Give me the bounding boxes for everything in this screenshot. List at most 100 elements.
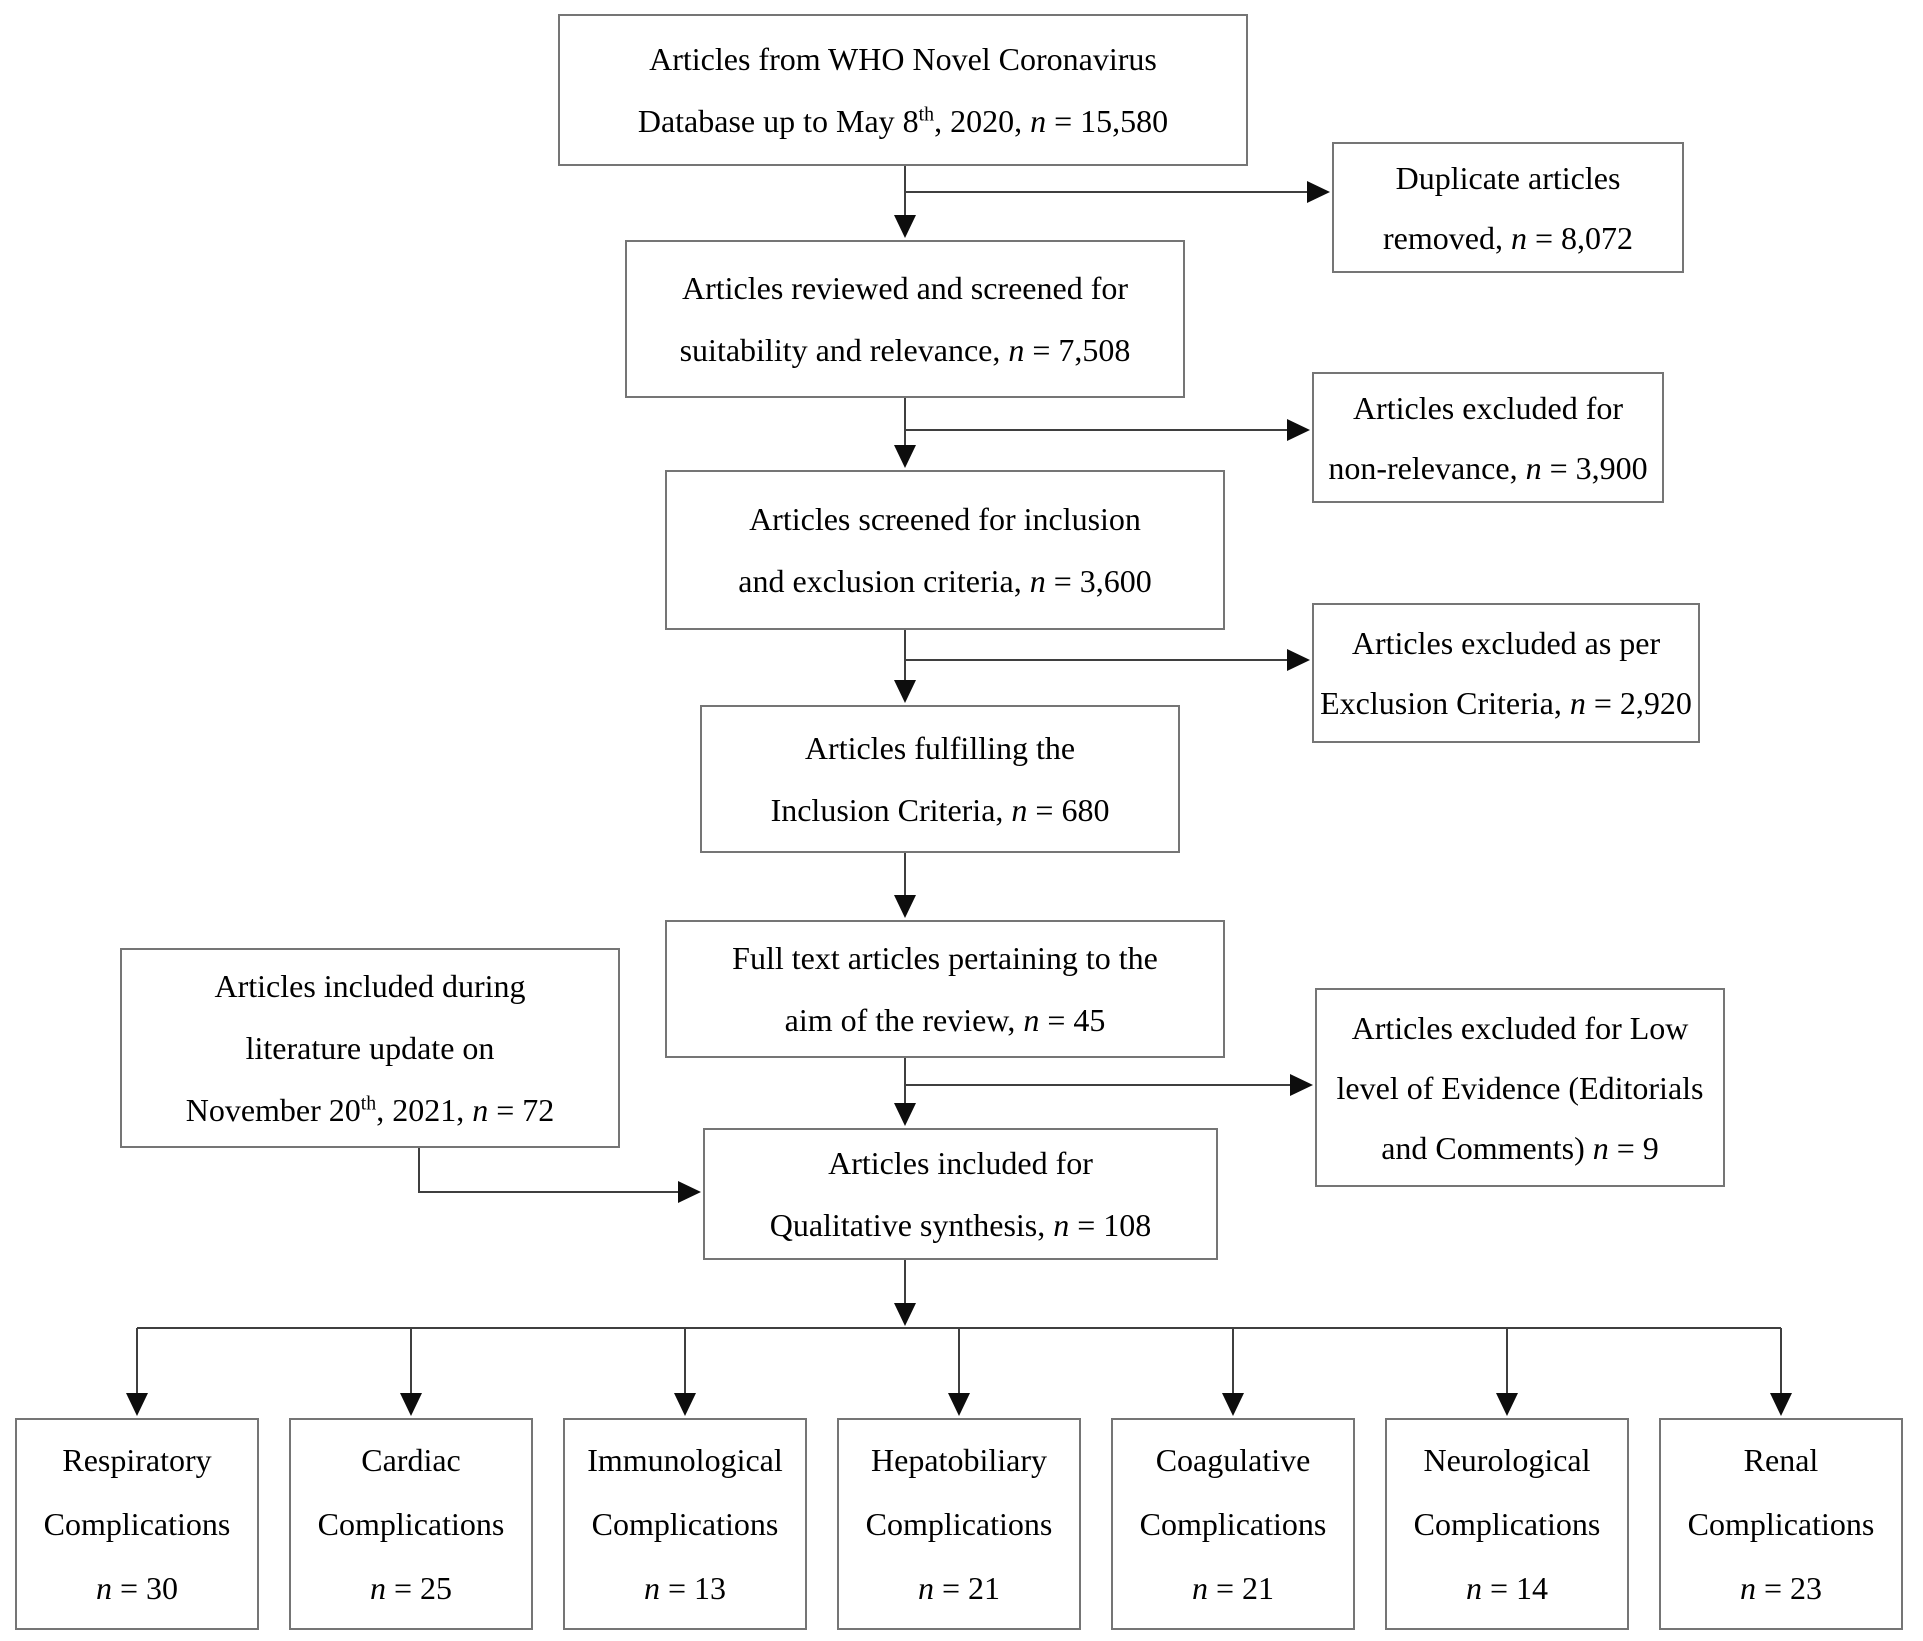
- node-renal-complications-seg: Renal: [1743, 1442, 1819, 1478]
- node-cardiac-complications-line-3: n = 25: [370, 1556, 452, 1620]
- node-coagulative-complications-line-1: Coagulative: [1156, 1428, 1311, 1492]
- node-excluded-non-relevance-seg: non-relevance,: [1328, 449, 1526, 486]
- node-excluded-low-evidence-seg: Articles excluded for Low: [1351, 1009, 1689, 1046]
- node-full-text-articles-seg: aim of the review,: [784, 1002, 1024, 1038]
- node-excluded-low-evidence-line-2: level of Evidence (Editorials: [1337, 1058, 1704, 1118]
- node-duplicates-removed-seg: Duplicate articles: [1395, 159, 1621, 196]
- node-literature-update-line-1: Articles included during: [214, 955, 525, 1017]
- node-who-database-seg: Database up to May 8: [637, 103, 919, 139]
- node-renal-complications-seg: Complications: [1687, 1506, 1875, 1542]
- node-neurological-complications-line-1: Neurological: [1423, 1428, 1590, 1492]
- node-hepatobiliary-complications-seg: = 21: [933, 1570, 1001, 1606]
- node-full-text-articles-line-2: aim of the review, n = 45: [785, 989, 1106, 1051]
- node-excluded-exclusion-criteria-seg: Articles excluded as per: [1351, 625, 1661, 661]
- node-excluded-non-relevance-line-2: non-relevance, n = 3,900: [1328, 438, 1647, 498]
- node-reviewed-screened-seg: suitability and relevance,: [679, 332, 1009, 368]
- node-neurological-complications-line-3: n = 14: [1466, 1556, 1548, 1620]
- node-fulfilling-inclusion-line-2: Inclusion Criteria, n = 680: [771, 779, 1110, 841]
- node-renal-complications-seg: n: [1739, 1570, 1756, 1606]
- node-immunological-complications-seg: = 13: [659, 1570, 727, 1606]
- node-renal-complications-line-3: n = 23: [1740, 1556, 1822, 1620]
- node-literature-update-line-2: literature update on: [246, 1017, 495, 1079]
- node-who-database-line-1: Articles from WHO Novel Coronavirus: [649, 28, 1157, 90]
- node-reviewed-screened-line-2: suitability and relevance, n = 7,508: [680, 319, 1131, 381]
- node-who-database-seg: n: [1030, 103, 1047, 139]
- node-duplicates-removed-line-2: removed, n = 8,072: [1383, 208, 1633, 268]
- node-screened-criteria-seg: n: [1029, 563, 1046, 599]
- node-duplicates-removed-seg: = 8,072: [1526, 219, 1633, 256]
- node-hepatobiliary-complications-seg: Complications: [865, 1506, 1053, 1542]
- node-renal-complications-line-2: Complications: [1688, 1492, 1875, 1556]
- node-respiratory-complications-seg: Respiratory: [62, 1442, 212, 1478]
- node-screened-criteria-line-1: Articles screened for inclusion: [749, 488, 1141, 550]
- node-literature-update-seg: Articles included during: [214, 968, 526, 1004]
- node-neurological-complications-line-2: Complications: [1414, 1492, 1601, 1556]
- node-neurological-complications-seg: Complications: [1413, 1506, 1601, 1542]
- node-cardiac-complications-seg: = 25: [385, 1570, 453, 1606]
- node-fulfilling-inclusion-line-1: Articles fulfilling the: [805, 717, 1075, 779]
- node-renal-complications-line-1: Renal: [1744, 1428, 1819, 1492]
- node-respiratory-complications-line-3: n = 30: [96, 1556, 178, 1620]
- node-full-text-articles-seg: n: [1023, 1002, 1040, 1038]
- node-who-database-seg: Articles from WHO Novel Coronavirus: [649, 41, 1157, 77]
- node-duplicates-removed-seg: removed,: [1383, 219, 1511, 256]
- node-screened-criteria-seg: = 3,600: [1045, 563, 1152, 599]
- node-cardiac-complications-line-1: Cardiac: [361, 1428, 461, 1492]
- node-excluded-low-evidence-line-1: Articles excluded for Low: [1352, 998, 1689, 1058]
- node-excluded-exclusion-criteria-line-1: Articles excluded as per: [1352, 613, 1660, 673]
- node-literature-update-seg: th: [360, 1092, 377, 1115]
- node-duplicates-removed-line-1: Duplicate articles: [1396, 148, 1621, 208]
- node-who-database-seg: = 15,580: [1046, 103, 1169, 139]
- node-reviewed-screened-seg: = 7,508: [1024, 332, 1131, 368]
- node-qualitative-synthesis-seg: Qualitative synthesis,: [769, 1207, 1054, 1243]
- node-immunological-complications-seg: Immunological: [587, 1442, 783, 1478]
- node-excluded-non-relevance-seg: = 3,900: [1541, 449, 1648, 486]
- node-who-database-seg: th: [918, 103, 935, 126]
- node-literature-update-seg: n: [472, 1092, 489, 1128]
- node-immunological-complications-line-1: Immunological: [587, 1428, 783, 1492]
- node-qualitative-synthesis-seg: Articles included for: [828, 1145, 1093, 1181]
- node-excluded-non-relevance-line-1: Articles excluded for: [1353, 378, 1623, 438]
- node-fulfilling-inclusion-seg: n: [1011, 792, 1028, 828]
- node-who-database-line-2: Database up to May 8th, 2020, n = 15,580: [638, 90, 1168, 152]
- node-who-database-seg: , 2020,: [934, 103, 1031, 139]
- node-full-text-articles-seg: = 45: [1039, 1002, 1106, 1038]
- node-coagulative-complications-seg: Complications: [1139, 1506, 1327, 1542]
- node-neurological-complications-seg: n: [1465, 1570, 1482, 1606]
- node-cardiac-complications-seg: n: [369, 1570, 386, 1606]
- node-qualitative-synthesis-seg: = 108: [1069, 1207, 1152, 1243]
- node-excluded-low-evidence-seg: = 9: [1608, 1129, 1659, 1166]
- edge-update-to-qualitative: [418, 1148, 701, 1203]
- node-full-text-articles-seg: Full text articles pertaining to the: [732, 940, 1158, 976]
- node-literature-update-line-3: November 20th, 2021, n = 72: [186, 1079, 555, 1141]
- node-screened-criteria-seg: Articles screened for inclusion: [749, 501, 1141, 537]
- node-coagulative-complications-seg: Coagulative: [1155, 1442, 1311, 1478]
- node-immunological-complications-seg: Complications: [591, 1506, 779, 1542]
- node-literature-update: Articles included during literature updat…: [120, 948, 620, 1148]
- node-excluded-low-evidence-seg: n: [1592, 1129, 1609, 1166]
- node-reviewed-screened-line-1: Articles reviewed and screened for: [682, 257, 1128, 319]
- node-cardiac-complications-seg: Complications: [317, 1506, 505, 1542]
- node-neurological-complications-seg: = 14: [1481, 1570, 1549, 1606]
- node-renal-complications-seg: = 23: [1755, 1570, 1823, 1606]
- node-excluded-exclusion-criteria-seg: = 2,920: [1585, 685, 1692, 721]
- node-coagulative-complications-seg: = 21: [1207, 1570, 1275, 1606]
- node-excluded-exclusion-criteria-seg: n: [1569, 685, 1586, 721]
- node-qualitative-synthesis-seg: n: [1053, 1207, 1070, 1243]
- node-qualitative-synthesis-line-1: Articles included for: [828, 1132, 1093, 1194]
- node-neurological-complications-seg: Neurological: [1423, 1442, 1591, 1478]
- node-hepatobiliary-complications-seg: Hepatobiliary: [871, 1442, 1047, 1478]
- node-excluded-low-evidence: Articles excluded for Low level of Eviden…: [1315, 988, 1725, 1187]
